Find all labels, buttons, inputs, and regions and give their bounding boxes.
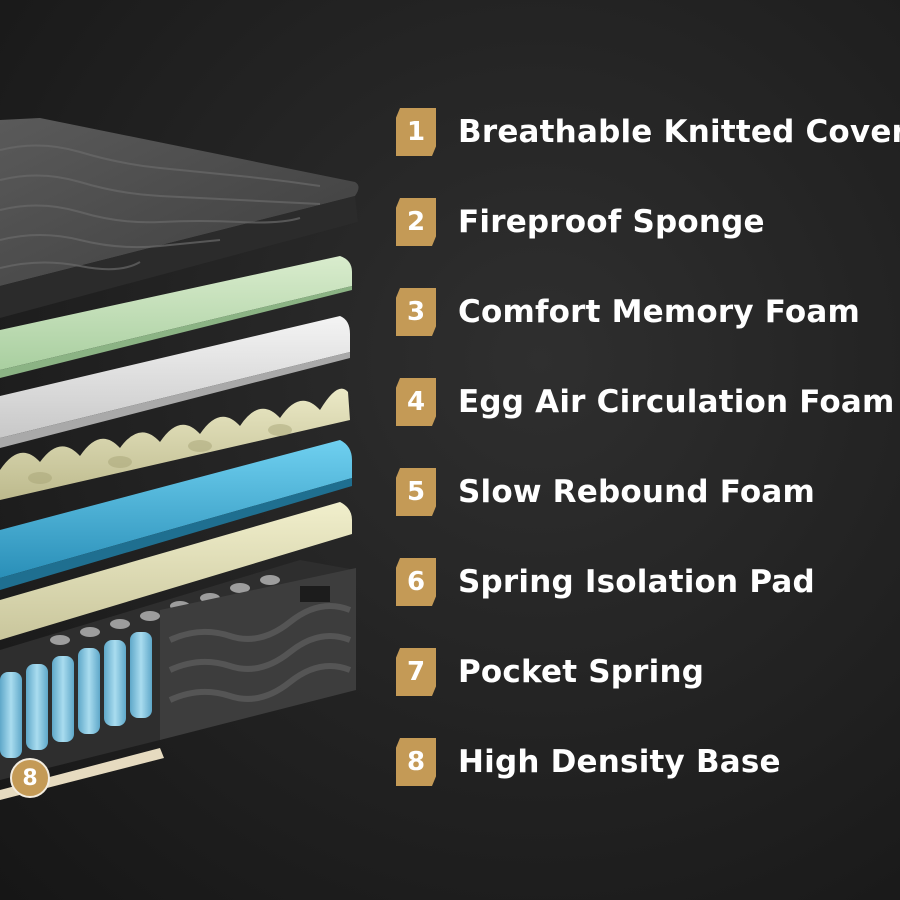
layer-legend: 1 Breathable Knitted Cover 2 Fireproof S… xyxy=(396,108,900,828)
legend-item-3: 3 Comfort Memory Foam xyxy=(396,288,896,336)
legend-item-7: 7 Pocket Spring xyxy=(396,648,896,696)
number-badge-icon: 8 xyxy=(396,738,436,786)
number-badge-icon: 1 xyxy=(396,108,436,156)
layer-fireproof-sponge xyxy=(0,256,352,378)
layer-isolation-pad xyxy=(0,502,352,640)
layer-egg-foam xyxy=(0,388,350,500)
legend-label: Pocket Spring xyxy=(458,654,705,690)
legend-label: Comfort Memory Foam xyxy=(458,294,861,330)
base-layer-marker: 8 xyxy=(10,758,50,798)
mattress-layers-illustration xyxy=(0,118,359,800)
number-badge-icon: 5 xyxy=(396,468,436,516)
number-badge-icon: 6 xyxy=(396,558,436,606)
legend-item-1: 1 Breathable Knitted Cover xyxy=(396,108,900,156)
layer-pocket-spring xyxy=(0,560,356,780)
number-badge-icon: 2 xyxy=(396,198,436,246)
number-badge-icon: 4 xyxy=(396,378,436,426)
legend-label: Slow Rebound Foam xyxy=(458,474,816,510)
number-badge-icon: 3 xyxy=(396,288,436,336)
legend-label: Egg Air Circulation Foam xyxy=(458,384,895,420)
legend-label: Breathable Knitted Cover xyxy=(458,114,900,150)
legend-label: High Density Base xyxy=(458,744,781,780)
number-badge-icon: 7 xyxy=(396,648,436,696)
legend-item-2: 2 Fireproof Sponge xyxy=(396,198,896,246)
legend-label: Fireproof Sponge xyxy=(458,204,765,240)
legend-item-4: 4 Egg Air Circulation Foam xyxy=(396,378,896,426)
layer-memory-foam xyxy=(0,316,350,448)
legend-label: Spring Isolation Pad xyxy=(458,564,815,600)
layer-slow-rebound-foam xyxy=(0,440,352,590)
legend-item-6: 6 Spring Isolation Pad xyxy=(396,558,896,606)
layer-cover xyxy=(0,118,359,318)
legend-item-8: 8 High Density Base xyxy=(396,738,896,786)
legend-item-5: 5 Slow Rebound Foam xyxy=(396,468,896,516)
